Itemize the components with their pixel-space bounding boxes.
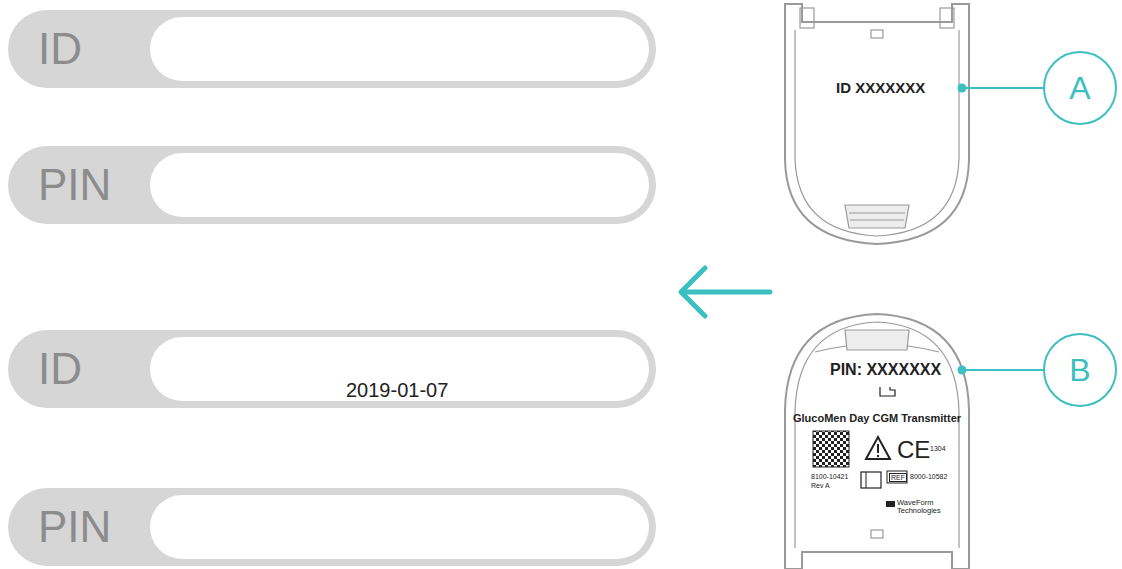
callout-circle: B [1043, 333, 1117, 407]
input-pill: PIN [8, 488, 656, 566]
revision: Rev A [811, 482, 830, 489]
transmitter-back [785, 4, 969, 244]
manufacturer-name: WaveForm Technologies [897, 499, 955, 515]
label-symbols [813, 387, 907, 507]
notified-body: 1304 [930, 445, 946, 452]
callout-letter: A [1045, 72, 1115, 104]
input-pill: ID [8, 330, 656, 408]
input-field [150, 17, 649, 81]
input-pill: ID [8, 10, 656, 88]
product-name: GlucoMen Day CGM Transmitter [793, 413, 961, 424]
direction-arrow [681, 268, 770, 316]
field-label: ID [38, 347, 82, 391]
field-label: ID [38, 27, 82, 71]
manufacture-date: 2019-01-07 [346, 380, 448, 400]
label-code: 8100-10421 [811, 473, 848, 480]
transmitter-front [785, 314, 969, 569]
ref-number: 8000-10582 [910, 473, 947, 480]
field-label: PIN [38, 163, 111, 207]
callout-leader [958, 84, 1045, 375]
input-field [150, 153, 649, 217]
ref-symbol: REF [889, 473, 907, 482]
id-code: ID XXXXXXX [836, 80, 925, 95]
ce-mark: CE [897, 438, 930, 462]
input-field [150, 495, 649, 559]
callout-circle: A [1043, 51, 1117, 125]
field-label: PIN [38, 505, 111, 549]
pin-code: PIN: XXXXXXX [830, 362, 941, 378]
input-pill: PIN [8, 146, 656, 224]
callout-letter: B [1045, 354, 1115, 386]
